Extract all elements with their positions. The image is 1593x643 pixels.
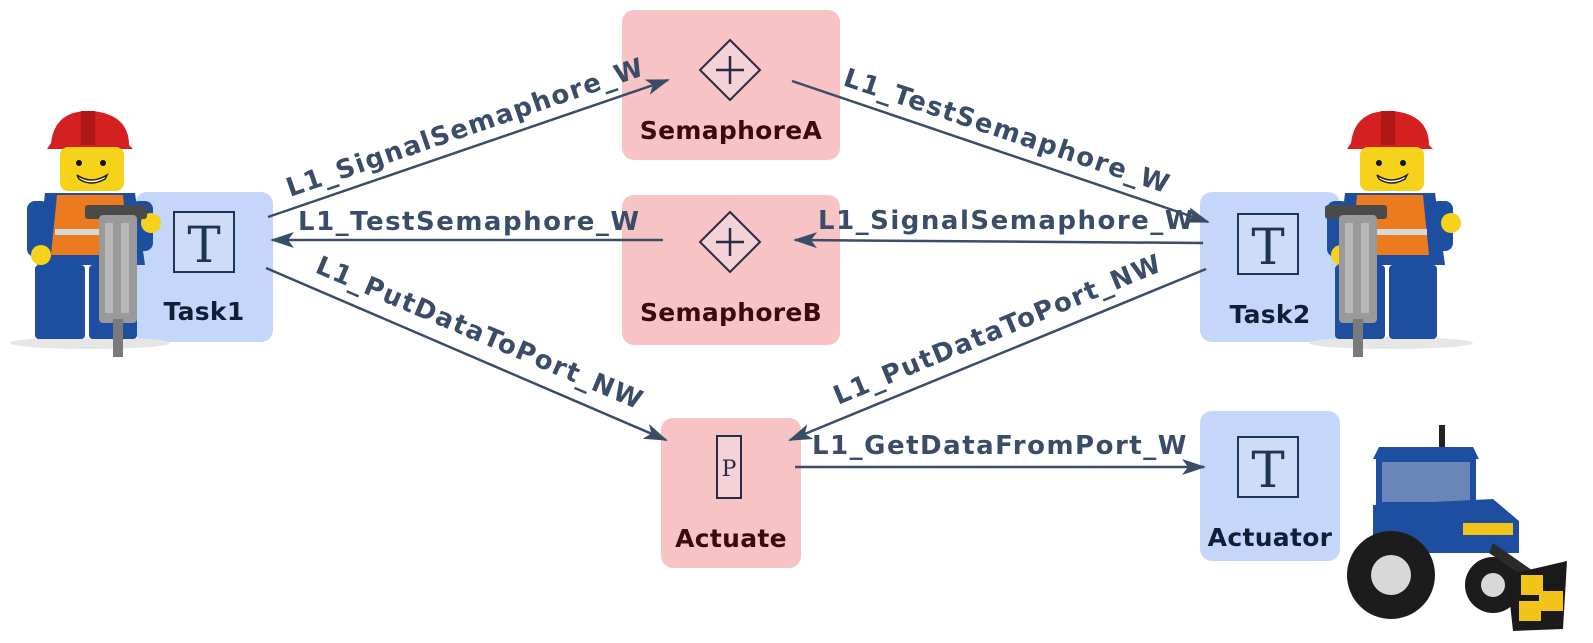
lego-tractor-loader-icon (1347, 425, 1567, 631)
semaphore-a-label: SemaphoreA (639, 116, 823, 145)
lego-worker-jackhammer-icon (1309, 110, 1473, 357)
edge-task1-actuate[interactable]: L1_PutDataToPort_NW (265, 251, 668, 442)
svg-text:T: T (1251, 218, 1284, 276)
actuator-label: Actuator (1207, 523, 1333, 552)
task-icon: T (173, 211, 235, 274)
edge-semaphore-b-task1[interactable]: L1_TestSemaphore_W (270, 207, 663, 248)
semaphore-icon (698, 210, 762, 274)
actuator-node[interactable]: T Actuator (1200, 411, 1340, 561)
task-icon: T (1237, 213, 1299, 276)
svg-text:P: P (722, 457, 737, 482)
edge-label: L1_GetDataFromPort_W (812, 431, 1188, 461)
actuate-node[interactable]: P Actuate (661, 418, 801, 568)
task1-label: Task1 (163, 297, 245, 326)
edge-label: L1_SignalSemaphore_W (283, 53, 649, 204)
task2-label: Task2 (1229, 300, 1311, 329)
edge-semaphore-a-task2[interactable]: L1_TestSemaphore_W (791, 63, 1210, 224)
semaphore-b-node[interactable]: SemaphoreB (622, 195, 840, 345)
edge-task1-semaphore-a[interactable]: L1_SignalSemaphore_W (267, 53, 670, 219)
svg-text:T: T (1251, 441, 1284, 499)
edge-actuate-actuator[interactable]: L1_GetDataFromPort_W (795, 431, 1206, 475)
semaphore-icon (698, 38, 762, 102)
task-icon: T (1237, 436, 1299, 499)
task2-node[interactable]: T Task2 (1200, 192, 1340, 342)
edge-label: L1_PutDataToPort_NW (311, 251, 648, 417)
svg-text:T: T (187, 216, 220, 274)
port-icon: P (716, 435, 742, 499)
edge-task2-semaphore-b[interactable]: L1_SignalSemaphore_W (793, 206, 1204, 249)
semaphore-b-label: SemaphoreB (639, 298, 823, 327)
edge-task2-actuate[interactable]: L1_PutDataToPort_NW (788, 249, 1207, 442)
edge-label: L1_TestSemaphore_W (298, 207, 641, 237)
edge-label: L1_PutDataToPort_NW (829, 249, 1167, 412)
lego-worker-jackhammer-icon (10, 110, 170, 357)
edge-label: L1_SignalSemaphore_W (818, 206, 1195, 236)
actuate-label: Actuate (675, 524, 787, 553)
edge-label: L1_TestSemaphore_W (840, 63, 1174, 200)
